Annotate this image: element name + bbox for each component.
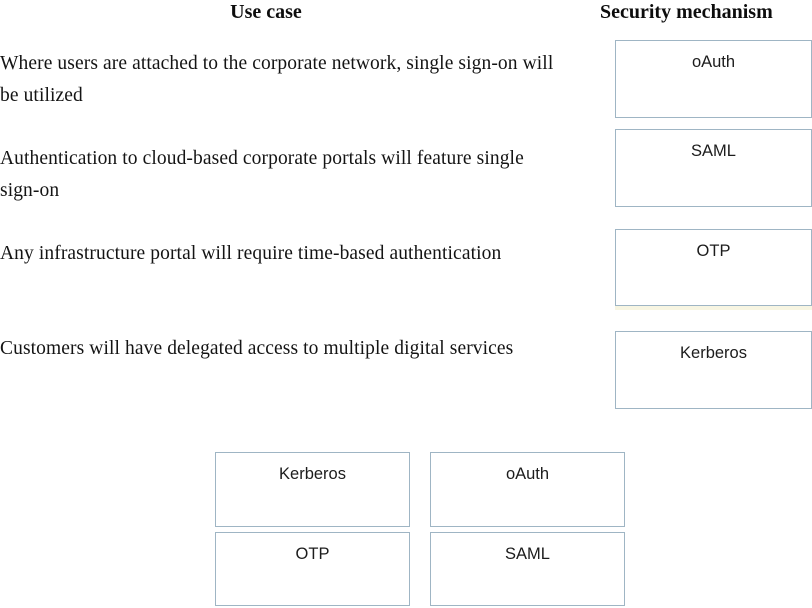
- use-case-statement: Where users are attached to the corporat…: [0, 53, 554, 106]
- answer-slot-otp[interactable]: OTP: [614, 229, 812, 310]
- answer-slot-oauth[interactable]: oAuth: [615, 40, 812, 118]
- use-case-statement: Any infrastructure portal will require t…: [0, 243, 502, 264]
- answer-bank-tile-saml[interactable]: SAML: [430, 532, 625, 606]
- answer-bank-tile-oauth[interactable]: oAuth: [430, 452, 625, 527]
- answer-slot-saml[interactable]: SAML: [615, 129, 812, 207]
- answer-slot-kerberos[interactable]: Kerberos: [615, 331, 812, 409]
- answer-bank-tile-otp[interactable]: OTP: [215, 532, 410, 606]
- use-case-statement: Authentication to cloud-based corporate …: [0, 148, 524, 201]
- answer-bank-tile-kerberos[interactable]: Kerberos: [215, 452, 410, 527]
- column-header-security-mechanism: Security mechanism: [600, 1, 773, 23]
- use-case-statement: Customers will have delegated access to …: [0, 338, 514, 359]
- column-header-use-case: Use case: [230, 1, 302, 23]
